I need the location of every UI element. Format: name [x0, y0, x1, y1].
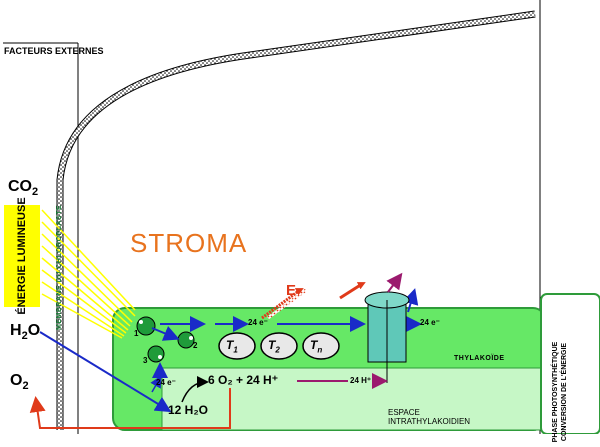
stroma-label: STROMA — [130, 228, 248, 258]
protons-label: 24 H⁺ — [350, 376, 372, 385]
water-split-arrow — [181, 376, 209, 403]
transporter-tn — [302, 332, 340, 360]
espace-label: ESPACE INTRATHYLAKOIDIEN — [388, 408, 471, 426]
membrane-label: MEMBRANE DU CHLOROPLASTE — [56, 204, 63, 330]
energie-lumineuse-box: ÉNERGIE LUMINEUSE — [4, 197, 40, 315]
ps-number-1: 1 — [134, 329, 139, 338]
transporter-t2-label: T2 — [268, 338, 280, 355]
electrons-label-top: 24 e⁻ — [248, 318, 268, 327]
thylakoide-label: THYLAKOÏDE — [454, 355, 505, 362]
phase-label: PHASE PHOTOSYNTHÉTIQUE CONVERSION DE L'É… — [552, 341, 568, 443]
transporter-t1-label: T1 — [226, 338, 238, 355]
co2-label: CO2 — [8, 178, 39, 199]
energy-burst-icon — [261, 272, 403, 320]
h2o-label: H2O — [10, 322, 41, 343]
chloroplast-diagram — [3, 0, 600, 434]
water-label: 12 H₂O — [168, 403, 209, 417]
photosystem-cluster — [136, 316, 195, 363]
reaction-label: 6 O₂ + 24 H⁺ — [208, 373, 279, 387]
o2-label: O2 — [10, 372, 29, 393]
ps-number-2: 2 — [193, 341, 198, 350]
electron-out-arrow — [402, 288, 419, 313]
transporter-tn-label: Tn — [310, 338, 323, 355]
energie-lumineuse-label: ÉNERGIE LUMINEUSE — [16, 197, 28, 315]
phase-panel — [540, 293, 600, 434]
atp-synthase-channel — [364, 291, 410, 383]
facteurs-label: FACTEURS EXTERNES — [4, 46, 104, 56]
light-rays — [41, 209, 136, 339]
transporter-t1 — [218, 332, 256, 360]
energy-e-symbol: E — [286, 282, 297, 299]
electrons-label-right: 24 e⁻ — [420, 318, 440, 327]
o2-output-path — [29, 388, 231, 429]
h2o-input-arrow — [39, 331, 172, 413]
electrons-label-bottom: 24 e⁻ — [156, 378, 176, 387]
transporter-t2 — [260, 332, 298, 360]
ps-number-3: 3 — [143, 356, 148, 365]
